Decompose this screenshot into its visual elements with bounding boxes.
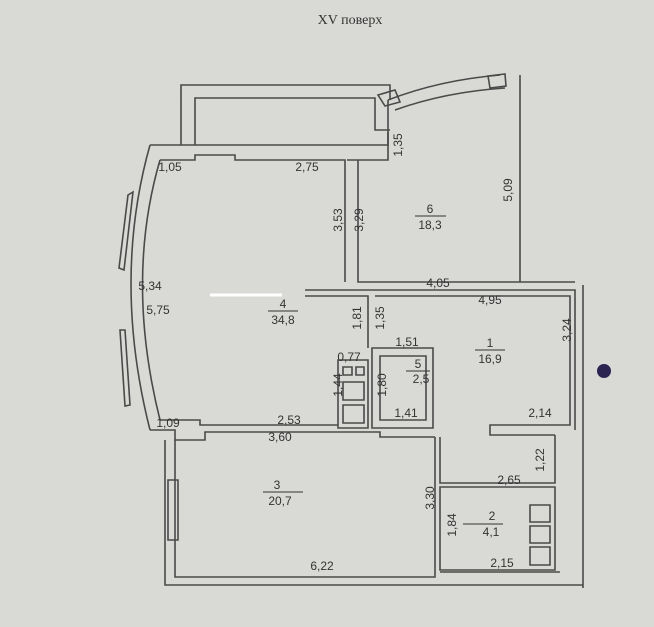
room-number: 2: [489, 509, 496, 523]
dimension-label: 3,30: [423, 486, 437, 510]
room-labels: 6 18,3 4 34,8 1 16,9 5 2,5 3 20,7 2 4,1: [263, 202, 505, 539]
room-area: 16,9: [478, 352, 502, 366]
room-area: 20,7: [268, 494, 292, 508]
room-1: 1 16,9: [475, 336, 505, 366]
location-marker-icon: [597, 364, 611, 378]
dimension-label: 5,34: [138, 279, 162, 293]
dimension-label: 5,75: [146, 303, 170, 317]
dimension-label: 2,14: [528, 406, 552, 420]
dimension-label: 1,51: [395, 335, 419, 349]
dimension-label: 6,22: [310, 559, 334, 573]
room-3: 3 20,7: [263, 478, 303, 508]
dimension-label: 1,22: [533, 448, 547, 472]
room-number: 3: [274, 478, 281, 492]
dimension-label: 2,65: [497, 473, 521, 487]
room-area: 18,3: [418, 218, 442, 232]
windows: [118, 190, 134, 407]
room-4: 4 34,8: [268, 297, 298, 327]
room-area: 2,5: [413, 372, 430, 386]
dimensions: 1,05 2,75 1,35 3,53 3,29 5,09 4,05 5,34 …: [138, 133, 574, 573]
room-5: 5 2,5: [406, 357, 430, 386]
dimension-label: 1,80: [375, 373, 389, 397]
room-2: 2 4,1: [463, 509, 503, 539]
dimension-label: 1,41: [394, 406, 418, 420]
dimension-label: 1,09: [156, 416, 180, 430]
dimension-label: 2,53: [277, 413, 301, 427]
dimension-label: 3,60: [268, 430, 292, 444]
dimension-label: 2,15: [490, 556, 514, 570]
dimension-label: 1,35: [373, 306, 387, 330]
floor-title: XV поверх: [318, 13, 383, 28]
dimension-label: 3,53: [331, 208, 345, 232]
dimension-label: 1,35: [391, 133, 405, 157]
walls: [130, 73, 584, 588]
dimension-label: 4,05: [426, 276, 450, 290]
dimension-label: 0,77: [337, 350, 361, 364]
room-6: 6 18,3: [415, 202, 446, 232]
dimension-label: 1,05: [158, 160, 182, 174]
room-number: 4: [280, 297, 287, 311]
dimension-label: 1,84: [445, 513, 459, 537]
room-number: 6: [427, 202, 434, 216]
dimension-label: 3,24: [560, 318, 574, 342]
room-area: 4,1: [483, 525, 500, 539]
dimension-label: 1,44: [331, 373, 345, 397]
room-area: 34,8: [271, 313, 295, 327]
room-number: 1: [487, 336, 494, 350]
dimension-label: 2,75: [295, 160, 319, 174]
dimension-label: 1,81: [350, 306, 364, 330]
room-number: 5: [415, 357, 422, 371]
dimension-label: 5,09: [501, 178, 515, 202]
dimension-label: 4,95: [478, 293, 502, 307]
dimension-label: 3,29: [352, 208, 366, 232]
